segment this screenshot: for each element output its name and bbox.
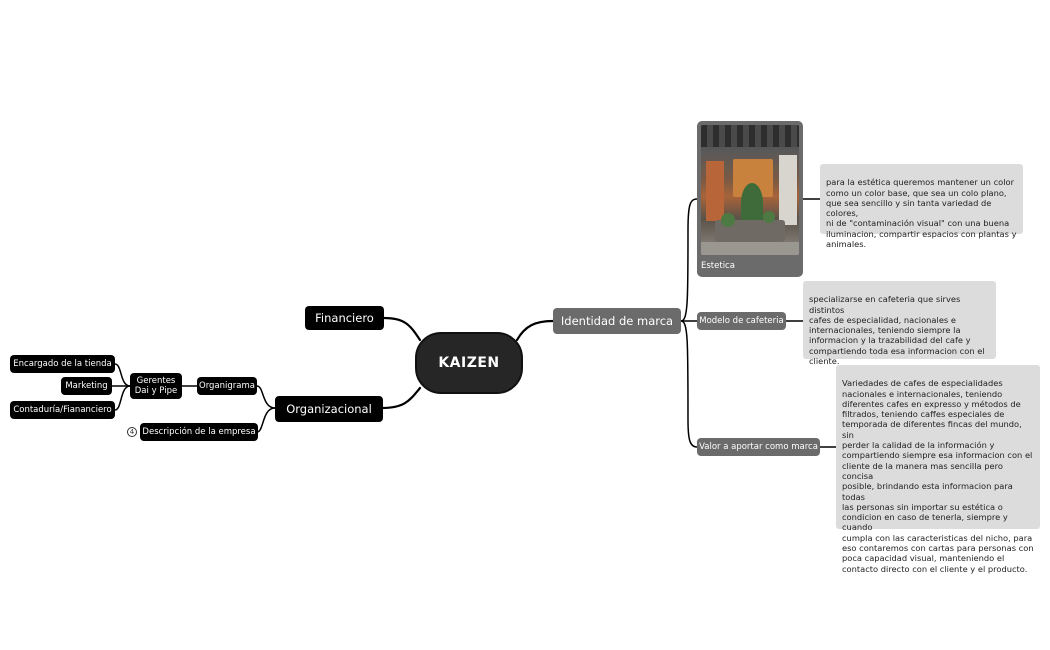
note-estetica: para la estética queremos mantener un co… bbox=[820, 164, 1023, 249]
cafe-interior-image bbox=[701, 125, 799, 255]
subtopic-gerentes[interactable]: Gerentes Dai y Pipe bbox=[130, 373, 182, 399]
subtopic-modelo-de-cafeteria[interactable]: Modelo de cafeteria bbox=[697, 312, 786, 330]
subtopic-valor-label: Valor a aportar como marca bbox=[699, 442, 818, 452]
subtopic-encargado-tienda[interactable]: Encargado de la tienda bbox=[10, 355, 115, 373]
subtopic-encargado-label: Encargado de la tienda bbox=[13, 359, 112, 369]
note-estetica-text: para la estética queremos mantener un co… bbox=[826, 177, 1017, 250]
subtopic-contaduria[interactable]: Contaduría/Fiananciero bbox=[10, 401, 115, 419]
topic-financiero-label: Financiero bbox=[315, 311, 374, 325]
subtopic-marketing[interactable]: Marketing bbox=[61, 377, 112, 395]
subtopic-estetica-label: Estetica bbox=[701, 261, 735, 271]
topic-financiero[interactable]: Financiero bbox=[305, 306, 384, 330]
subtopic-estetica[interactable]: Estetica bbox=[697, 121, 803, 277]
topic-identidad-de-marca[interactable]: Identidad de marca bbox=[553, 308, 681, 334]
subtopic-contaduria-label: Contaduría/Fiananciero bbox=[13, 405, 112, 415]
topic-organizacional[interactable]: Organizacional bbox=[275, 396, 383, 422]
marker-number-label: 4 bbox=[129, 428, 135, 436]
subtopic-descripcion-label: Descripción de la empresa bbox=[142, 427, 256, 437]
note-modelo-text: specializarse en cafeteria que sirves di… bbox=[809, 294, 985, 367]
subtopic-modelo-label: Modelo de cafeteria bbox=[699, 316, 784, 326]
subtopic-organigrama-label: Organigrama bbox=[199, 381, 255, 391]
subtopic-marketing-label: Marketing bbox=[65, 381, 108, 391]
note-modelo-cafeteria: specializarse en cafeteria que sirves di… bbox=[803, 281, 996, 366]
subtopic-descripcion-empresa[interactable]: Descripción de la empresa bbox=[140, 423, 258, 441]
subtopic-organigrama[interactable]: Organigrama bbox=[197, 377, 257, 395]
topic-identidad-label: Identidad de marca bbox=[560, 314, 674, 328]
note-valor-marca: Variedades de cafes de especialidades na… bbox=[836, 365, 1040, 574]
central-topic-label: KAIZEN bbox=[438, 355, 500, 371]
subtopic-valor-a-aportar[interactable]: Valor a aportar como marca bbox=[697, 438, 820, 456]
subtopic-gerentes-label: Gerentes Dai y Pipe bbox=[134, 376, 178, 396]
note-valor-text: Variedades de cafes de especialidades na… bbox=[842, 378, 1034, 574]
central-topic-kaizen[interactable]: KAIZEN bbox=[415, 332, 523, 394]
marker-number-icon: 4 bbox=[127, 427, 137, 437]
topic-organizacional-label: Organizacional bbox=[286, 402, 372, 416]
